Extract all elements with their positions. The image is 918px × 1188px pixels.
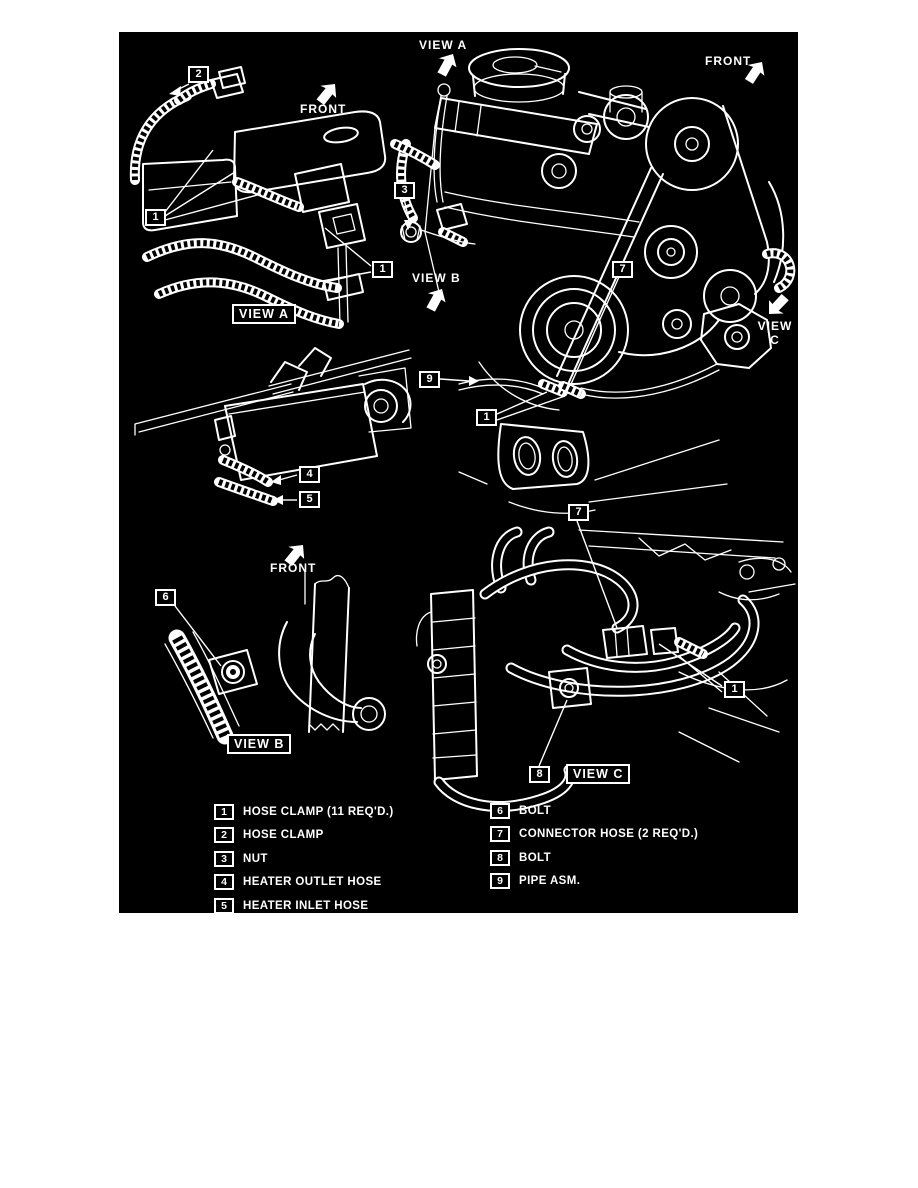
front-arrow-icon — [744, 62, 765, 84]
front-label: FRONT — [270, 561, 317, 575]
legend-num-9: 9 — [490, 873, 510, 890]
legend-item: 6 BOLT — [490, 799, 698, 823]
legend-label: CONNECTOR HOSE (2 REQ'D.) — [519, 828, 699, 841]
front-label: FRONT — [705, 54, 752, 68]
legend-num-4: 4 — [214, 874, 234, 891]
engine-line-art — [129, 48, 796, 812]
legend-label: PIPE ASM. — [519, 875, 581, 888]
callout-1: 1 — [372, 261, 393, 278]
callout-9: 9 — [419, 371, 440, 388]
view-c-label-line2: C — [770, 333, 780, 347]
legend-item: 2 HOSE CLAMP — [214, 824, 394, 848]
view-b-detail-art — [164, 569, 386, 745]
legend-num-6: 6 — [490, 802, 510, 819]
legend-label: BOLT — [519, 851, 552, 864]
callout-7: 7 — [612, 261, 633, 278]
legend-item: 8 BOLT — [490, 846, 698, 870]
legend-label: BOLT — [519, 804, 552, 817]
view-c-label: VIEW C — [753, 319, 797, 347]
callout-3: 3 — [394, 182, 415, 199]
view-b-arrow-icon — [426, 289, 446, 312]
front-label: FRONT — [300, 102, 347, 116]
legend-label: HOSE CLAMP — [243, 829, 324, 842]
heater-hoses-art — [134, 347, 412, 506]
view-a-label: VIEW A — [419, 38, 468, 52]
callout-4: 4 — [299, 466, 320, 483]
callout-1: 1 — [145, 209, 166, 226]
callout-8: 8 — [529, 766, 550, 783]
legend-label: NUT — [243, 852, 268, 865]
front-arrow-icon — [284, 545, 305, 567]
legend-item: 3 NUT — [214, 847, 394, 871]
legend-num-2: 2 — [214, 827, 234, 844]
legend-label: HEATER INLET HOSE — [243, 899, 369, 912]
callout-1: 1 — [476, 409, 497, 426]
engine-assembly-art — [390, 48, 796, 514]
view-b-box-label: VIEW B — [227, 734, 292, 754]
callout-6: 6 — [155, 589, 176, 606]
callout-5: 5 — [299, 491, 320, 508]
view-a-arrow-icon — [437, 54, 457, 77]
legend-left-column: 1 HOSE CLAMP (11 REQ'D.) 2 HOSE CLAMP 3 … — [214, 800, 394, 918]
legend-item: 7 CONNECTOR HOSE (2 REQ'D.) — [490, 823, 698, 847]
engine-diagram-panel: 2 1 1 3 7 9 1 4 5 6 7 1 8 VIEW A VIEW B … — [119, 32, 798, 914]
view-b-label: VIEW B — [412, 271, 461, 285]
legend-item: 5 HEATER INLET HOSE — [214, 894, 394, 918]
view-c-label-line1: VIEW — [757, 319, 793, 333]
legend-num-5: 5 — [214, 897, 234, 914]
legend-num-8: 8 — [490, 849, 510, 866]
legend-label: HOSE CLAMP (11 REQ'D.) — [243, 805, 394, 818]
view-a-box-label: VIEW A — [232, 304, 296, 324]
front-arrow-icon — [316, 84, 337, 106]
legend-label: HEATER OUTLET HOSE — [243, 876, 382, 889]
legend-item: 4 HEATER OUTLET HOSE — [214, 871, 394, 895]
legend-num-7: 7 — [490, 826, 510, 843]
legend-num-1: 1 — [214, 803, 234, 820]
legend-right-column: 6 BOLT 7 CONNECTOR HOSE (2 REQ'D.) 8 BOL… — [490, 799, 698, 893]
view-c-box-label: VIEW C — [566, 764, 631, 784]
legend-item: 9 PIPE ASM. — [490, 870, 698, 894]
callout-7: 7 — [568, 504, 589, 521]
view-a-detail-art — [129, 66, 387, 329]
callout-1: 1 — [724, 681, 745, 698]
view-c-arrow-icon — [769, 293, 789, 314]
legend-num-3: 3 — [214, 850, 234, 867]
callout-2: 2 — [188, 66, 209, 83]
legend-item: 1 HOSE CLAMP (11 REQ'D.) — [214, 800, 394, 824]
